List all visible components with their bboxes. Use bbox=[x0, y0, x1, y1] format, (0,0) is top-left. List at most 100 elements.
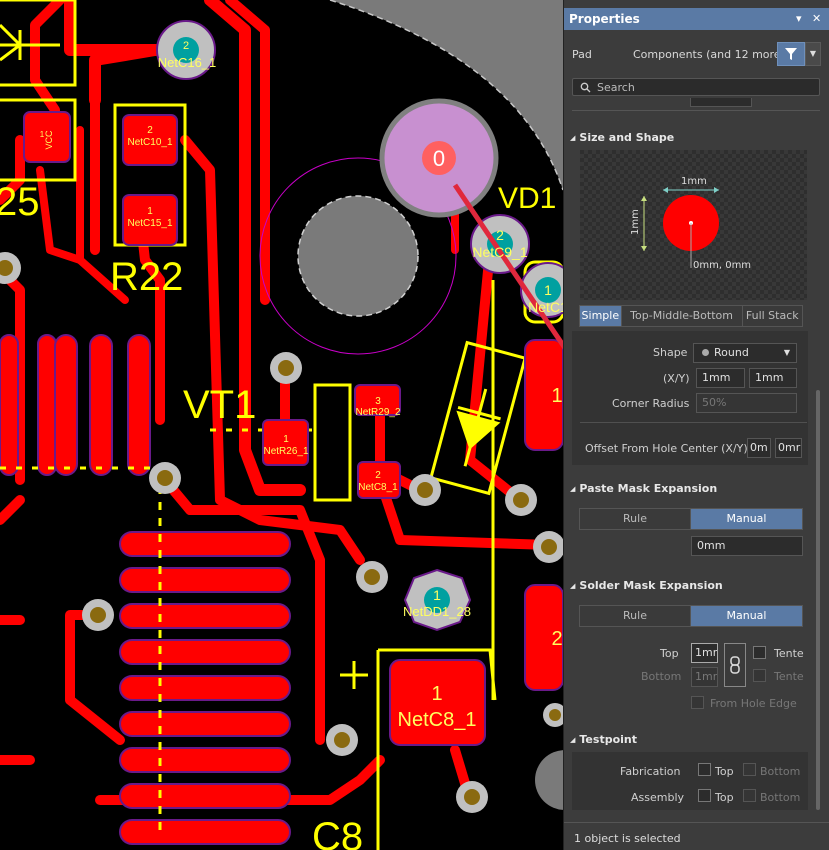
pad-label-net: VCC bbox=[44, 130, 54, 150]
properties-panel: Properties ▾ ✕ Pad Components (and 12 mo… bbox=[563, 0, 829, 850]
tab-simple[interactable]: Simple bbox=[580, 306, 622, 326]
search-icon bbox=[580, 82, 591, 93]
chevron-down-icon: ▼ bbox=[783, 348, 790, 357]
tab-top-middle-bottom[interactable]: Top-Middle-Bottom bbox=[621, 306, 743, 326]
pad-label-num: 0 bbox=[433, 146, 445, 171]
solder-top-input[interactable]: 1mm bbox=[691, 643, 718, 663]
solder-tab-manual[interactable]: Manual bbox=[691, 606, 802, 626]
hole-clearance bbox=[259, 157, 457, 355]
assembly-bottom-checkbox[interactable] bbox=[743, 789, 756, 802]
assembly-bottom-label: Bottom bbox=[760, 791, 801, 804]
tented-top-checkbox[interactable] bbox=[753, 646, 766, 659]
fabrication-label: Fabrication bbox=[620, 765, 681, 778]
divider bbox=[564, 822, 829, 823]
pad-label-net: NetC10_1 bbox=[127, 137, 172, 148]
corner-radius-input[interactable]: 50% bbox=[696, 393, 797, 413]
size-y-input[interactable]: 1mm bbox=[749, 368, 797, 388]
object-type-label: Pad bbox=[572, 48, 592, 61]
pin-icon[interactable]: ▾ bbox=[796, 12, 802, 25]
fabrication-top-checkbox[interactable] bbox=[698, 763, 711, 776]
tented-bottom-checkbox[interactable] bbox=[753, 669, 766, 682]
vias bbox=[0, 252, 563, 813]
paste-tab-manual[interactable]: Manual bbox=[691, 509, 802, 529]
size-shape-header[interactable]: ◢Size and Shape bbox=[570, 131, 675, 144]
testpoint-header[interactable]: ◢Testpoint bbox=[570, 733, 637, 746]
pad-label-net: NetC15_1 bbox=[127, 218, 172, 229]
panel-titlebar: Properties ▾ ✕ bbox=[564, 8, 829, 30]
shape-label: Shape bbox=[653, 346, 688, 359]
solder-mask-header[interactable]: ◢Solder Mask Expansion bbox=[570, 579, 723, 592]
solder-bottom-input[interactable]: 1mm bbox=[691, 667, 718, 687]
filter-dropdown-chevron-icon[interactable]: ▼ bbox=[805, 42, 821, 66]
pad-preview-graphic: 1mm 1mm 0mm, 0mm bbox=[630, 176, 751, 271]
assembly-top-label: Top bbox=[715, 791, 734, 804]
clipped-dropdown[interactable] bbox=[690, 98, 752, 107]
pad-label-num: 2 bbox=[183, 40, 189, 52]
pad-label-num: 1 bbox=[544, 282, 552, 298]
pad-label-num: 2 bbox=[551, 628, 562, 650]
close-icon[interactable]: ✕ bbox=[812, 12, 822, 25]
pad-label-num: 2 bbox=[375, 470, 381, 481]
shape-value: Round bbox=[714, 346, 749, 359]
shape-dropdown[interactable]: Round ▼ bbox=[693, 343, 797, 363]
tented-bottom-label: Tente bbox=[774, 670, 804, 683]
offset-label: Offset From Hole Center (X/Y) bbox=[585, 442, 748, 455]
paste-mask-input[interactable]: 0mm bbox=[691, 536, 803, 556]
solder-tab-rule[interactable]: Rule bbox=[580, 606, 691, 626]
testpoint-fields bbox=[572, 752, 808, 810]
search-box[interactable] bbox=[572, 78, 820, 96]
pad-label-num: 1 bbox=[283, 434, 289, 445]
solder-bottom-label: Bottom bbox=[641, 670, 682, 683]
pad-label-net: NetC8_1 bbox=[358, 482, 398, 493]
funnel-icon bbox=[785, 48, 797, 60]
pad-label-net: NetC16_1 bbox=[158, 55, 217, 70]
from-hole-edge-checkbox[interactable] bbox=[691, 696, 704, 709]
corner-radius-label: Corner Radius bbox=[612, 397, 690, 410]
pad-label-num: 1 bbox=[40, 130, 45, 139]
designator-c25: 25 bbox=[0, 180, 40, 224]
link-toggle[interactable] bbox=[724, 643, 746, 687]
tab-full-stack[interactable]: Full Stack bbox=[742, 306, 802, 326]
filter-summary[interactable]: Components (and 12 more) bbox=[633, 48, 785, 61]
board-outline bbox=[329, 0, 563, 191]
pad-label-net: NetC1 bbox=[528, 299, 563, 315]
offset-x-input[interactable]: 0m bbox=[747, 438, 771, 458]
designator-vt1: VT1 bbox=[183, 383, 256, 427]
solder-top-label: Top bbox=[660, 647, 679, 660]
pad-label-num: 1 bbox=[551, 385, 562, 407]
paste-mask-header[interactable]: ◢Paste Mask Expansion bbox=[570, 482, 718, 495]
pad-label-num: 1 bbox=[431, 683, 442, 705]
pad-label-num: 1 bbox=[433, 587, 441, 603]
pcb-canvas[interactable]: VD1 VT1 R22 C8 25 2 NetC16_1 1 VCC 2 Net… bbox=[0, 0, 563, 850]
filter-button[interactable] bbox=[777, 42, 805, 66]
offset-y-input[interactable]: 0mr bbox=[775, 438, 802, 458]
preview-origin: 0mm, 0mm bbox=[693, 260, 751, 271]
fabrication-bottom-checkbox[interactable] bbox=[743, 763, 756, 776]
divider bbox=[572, 110, 820, 111]
pad-shape-preview: 1mm 1mm 0mm, 0mm bbox=[580, 150, 807, 300]
paste-tab-rule[interactable]: Rule bbox=[580, 509, 691, 529]
smd-pads bbox=[23, 111, 563, 746]
chain-link-icon bbox=[730, 656, 740, 674]
pad-label-num: 2 bbox=[496, 227, 504, 243]
fabrication-top-label: Top bbox=[715, 765, 734, 778]
tented-top-label: Tente bbox=[774, 647, 804, 660]
size-x-input[interactable]: 1mm bbox=[696, 368, 745, 388]
from-hole-edge-label: From Hole Edge bbox=[710, 697, 797, 710]
panel-scrollbar[interactable] bbox=[816, 390, 820, 810]
pad-label-num: 2 bbox=[147, 125, 153, 136]
panel-title: Properties bbox=[569, 12, 640, 26]
fabrication-bottom-label: Bottom bbox=[760, 765, 801, 778]
assembly-label: Assembly bbox=[631, 791, 685, 804]
mounting-hole bbox=[297, 195, 419, 317]
pad-label-net: NetR29_2 bbox=[355, 407, 400, 418]
pad-label-net: NetC9_1 bbox=[472, 244, 527, 260]
designator-c8: C8 bbox=[312, 815, 363, 850]
preview-dim-y: 1mm bbox=[630, 209, 641, 235]
selection-status: 1 object is selected bbox=[574, 832, 681, 845]
designator-r22: R22 bbox=[110, 255, 183, 299]
preview-dim-x: 1mm bbox=[681, 176, 707, 187]
assembly-top-checkbox[interactable] bbox=[698, 789, 711, 802]
search-input[interactable] bbox=[597, 80, 812, 94]
paste-mask-tabs: Rule Manual bbox=[579, 508, 803, 530]
